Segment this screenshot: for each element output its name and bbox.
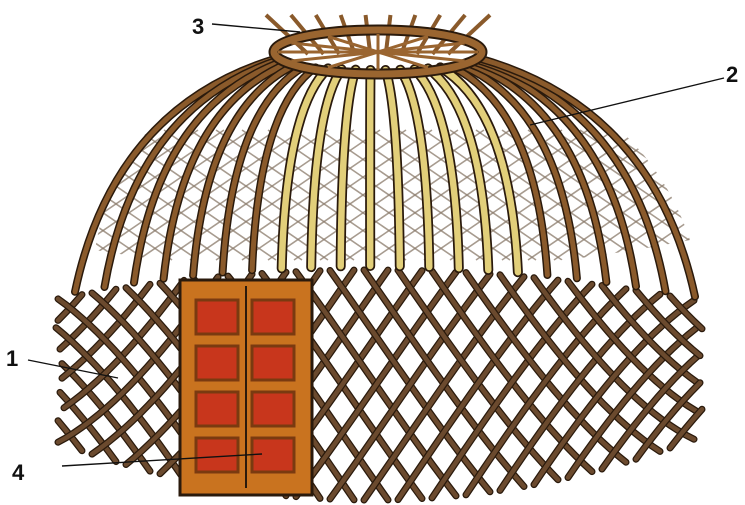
roof-hatch-line: [0, 130, 16, 260]
door-panel: [252, 300, 294, 334]
label-1: 1: [6, 346, 18, 371]
roof-hatch-line: [0, 130, 68, 260]
roof-hatch-line: [684, 130, 745, 260]
roof-hatch-line: [684, 130, 745, 260]
label-3: 3: [192, 14, 204, 39]
door-panel: [252, 346, 294, 380]
crown-ring: [274, 30, 482, 74]
roof-hatch-line: [0, 130, 42, 260]
label-2: 2: [726, 62, 738, 87]
door-panel: [196, 300, 238, 334]
door-panel: [196, 438, 238, 472]
lattice-wall: [56, 270, 702, 500]
roof-hatch-line: [0, 130, 146, 260]
roof-hatch-line: [0, 130, 146, 260]
roof-hatch-line: [0, 130, 120, 260]
door-panel: [252, 392, 294, 426]
roof-hatch-line: [0, 130, 120, 260]
roof-hatch-line: [0, 130, 16, 260]
door-panel: [196, 392, 238, 426]
door-panel: [252, 438, 294, 472]
door-panel: [196, 346, 238, 380]
roof-hatch-line: [0, 130, 94, 260]
leader-line-3: [212, 24, 300, 32]
roof-hatch-line: [658, 130, 745, 260]
door: [180, 280, 312, 495]
callout-3: 3: [192, 14, 300, 39]
label-4: 4: [12, 460, 25, 485]
roof-hatch-line: [0, 130, 94, 260]
roof-hatch-line: [0, 130, 42, 260]
roof-hatch-line: [0, 130, 68, 260]
roof-hatch-line: [658, 130, 745, 260]
